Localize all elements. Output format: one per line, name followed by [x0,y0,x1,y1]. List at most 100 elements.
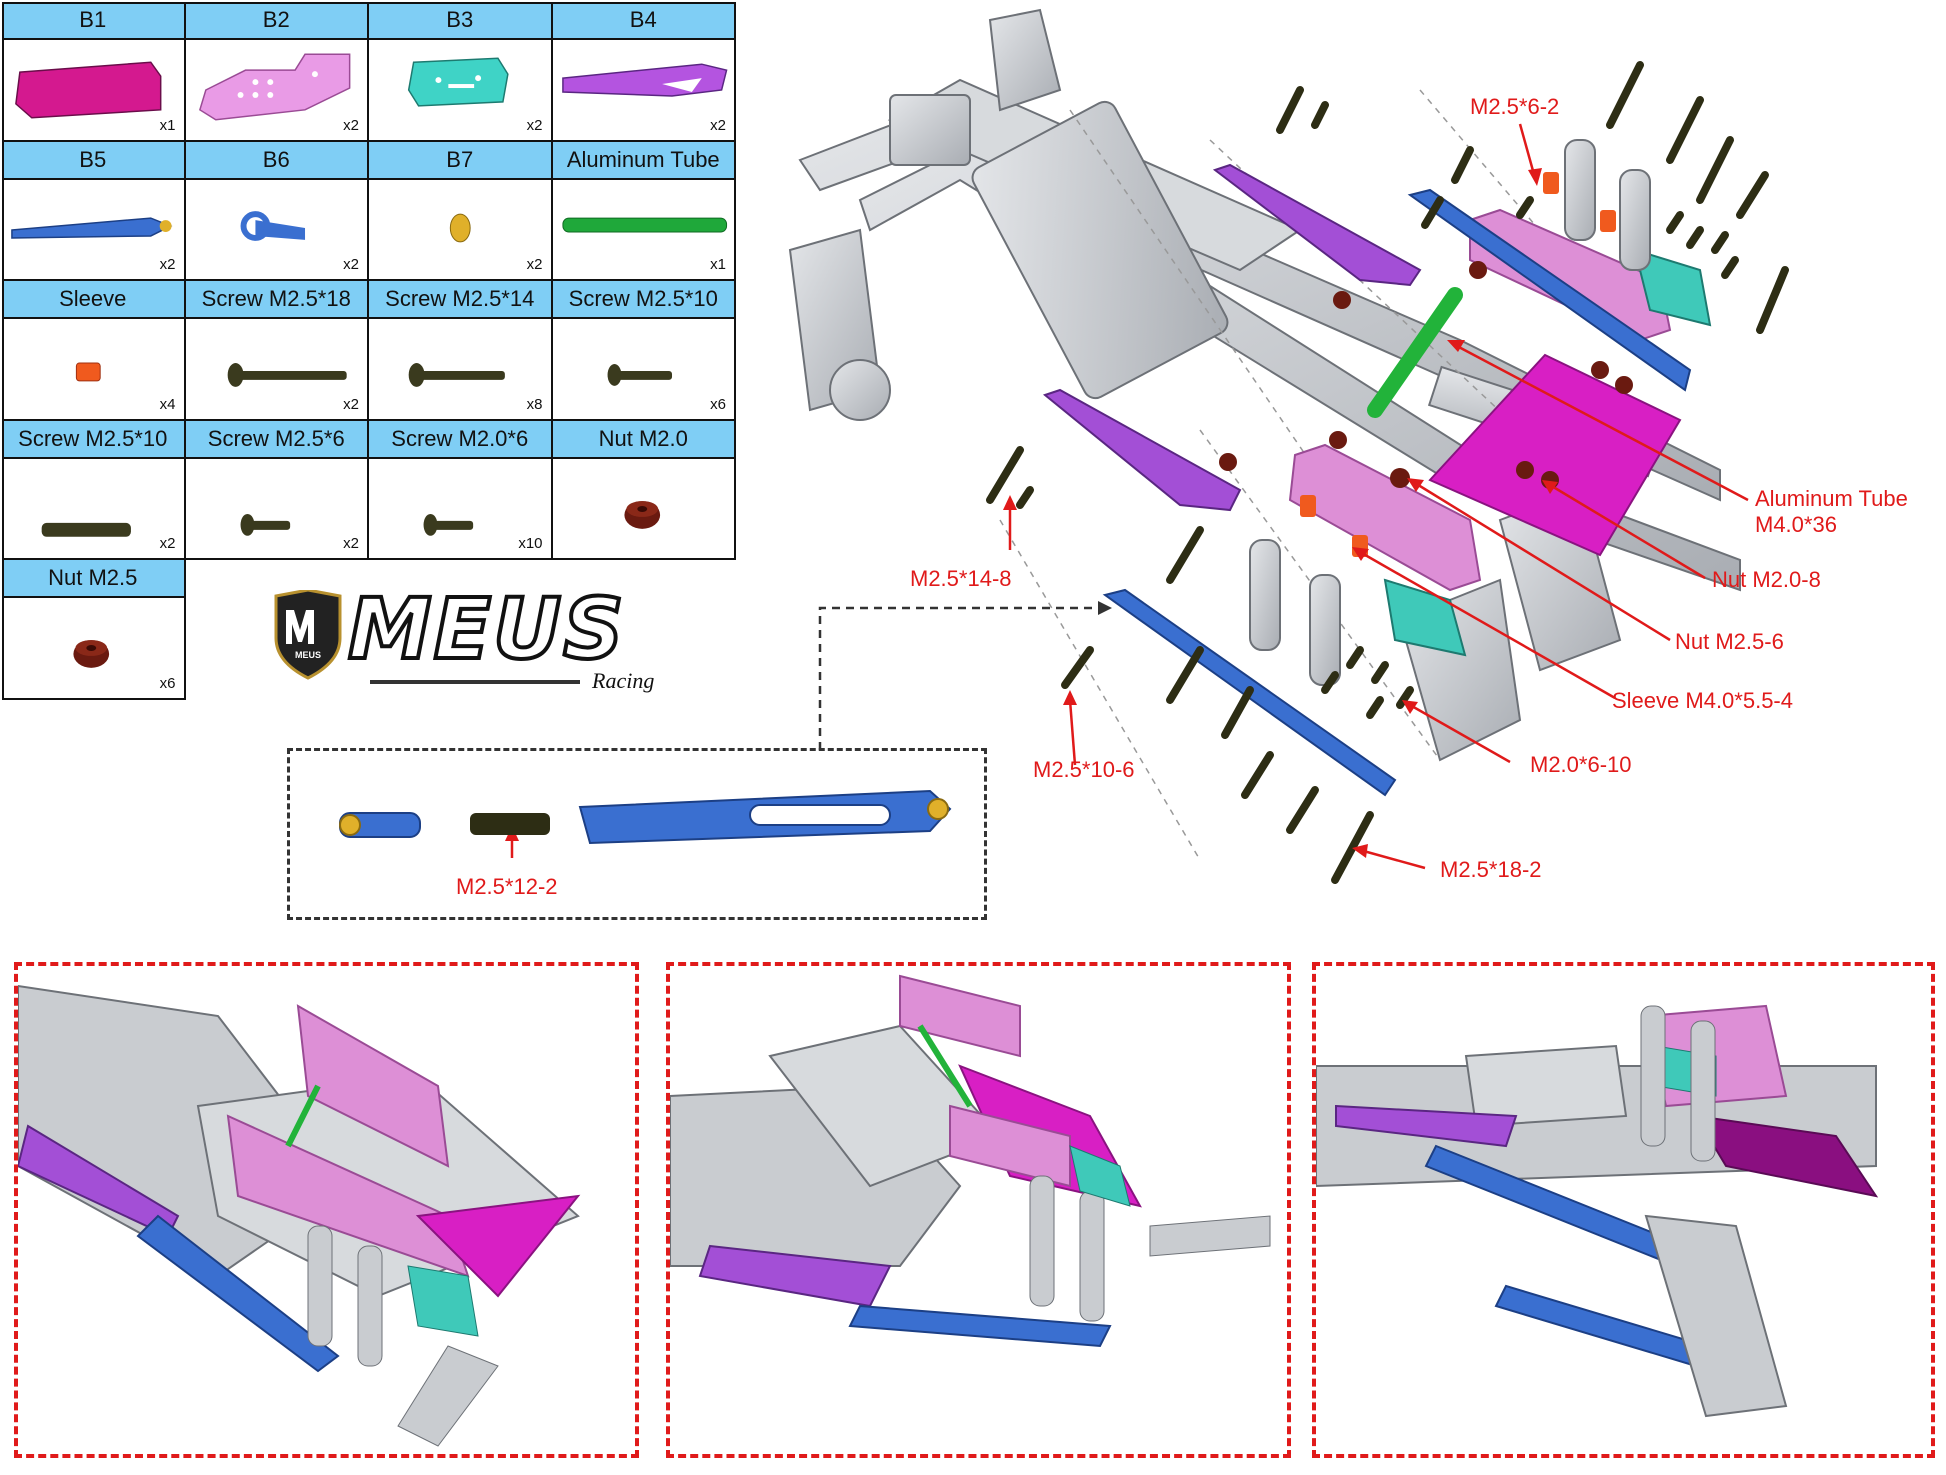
part-name: B6 [185,141,367,180]
callout-m25-18: M2.5*18-2 [1440,857,1542,882]
part-image [407,57,509,107]
assembled-view-1 [14,962,639,1458]
plate-b3-lower [1383,578,1467,657]
assembled-view-2-drawing [670,974,1271,1348]
part-name: B5 [2,141,184,180]
callout-m25-14: M2.5*14-8 [910,566,1012,591]
bracket-b4-upper [1212,163,1422,287]
part-image [408,363,505,388]
part-cell: B7 x2 [369,141,553,282]
brand-tire-stripe [370,680,580,684]
part-name: Screw M2.5*18 [185,281,367,320]
part-image [423,513,474,536]
part-cell: Nut M2.5 x6 [2,560,186,700]
brand-name: MEUS [346,578,626,680]
part-quantity: x2 [343,256,359,274]
part-quantity: x4 [159,395,176,413]
bracket-b4-lower [1042,388,1242,512]
lower-link-upper [1407,188,1692,392]
part-name: B2 [185,2,367,40]
part-image [449,213,471,242]
part-name: Screw M2.5*6 [185,420,367,459]
part-image [15,61,162,119]
part-quantity: x2 [343,116,359,134]
part-image [240,210,305,241]
part-image [73,640,110,669]
logo-badge-text: MEUS [295,650,321,660]
part-image [11,216,173,239]
part-quantity: x1 [159,116,176,134]
part-name: B4 [552,2,734,40]
part-name: B1 [2,2,184,40]
assembled-view-3 [1312,962,1935,1458]
screws [986,61,1789,884]
callout-m25-12: M2.5*12-2 [456,874,558,899]
part-image [561,217,727,233]
part-quantity: x2 [526,116,543,134]
part-cell: Screw M2.5*10 x2 [2,420,186,561]
part-quantity: x8 [526,395,543,413]
meus-shield-logo: MEUS [274,590,342,680]
part-image [198,53,350,121]
assembled-view-2 [666,962,1291,1458]
part-name: Nut M2.5 [2,560,184,599]
aluminum-tube-part [1367,287,1463,418]
part-cell: Nut M2.0 [552,420,736,561]
callout-m25-6: M2.5*6-2 [1470,94,1560,119]
assembled-view-3-drawing [1316,1004,1879,1418]
brand-subtitle: Racing [592,668,655,693]
part-quantity: x6 [159,674,176,692]
part-cell: Aluminum Tube x1 [552,141,736,282]
plate-b1 [1428,353,1682,557]
part-name: Screw M2.5*14 [369,281,551,320]
callout-sleeve: Sleeve M4.0*5.5-4 [1612,688,1793,713]
part-quantity: x2 [159,256,176,274]
part-cell: Screw M2.5*14 x8 [369,281,553,421]
assembled-view-1-drawing [18,984,581,1447]
part-name: Nut M2.0 [552,420,734,459]
callout-tube-size: M4.0*36 [1755,512,1837,537]
nuts [1219,261,1633,489]
part-name: Screw M2.5*10 [2,420,184,459]
part-cell: Screw M2.5*10 x6 [552,281,736,421]
part-image [240,513,290,536]
part-cell: B1 x1 [2,2,186,142]
detail-pointer [818,606,1105,750]
part-cell: Screw M2.0*6 x10 [369,420,553,561]
callout-m20-6: M2.0*6-10 [1530,752,1632,777]
part-quantity: x1 [710,256,726,274]
callout-aluminum-tube: Aluminum Tube [1755,486,1908,511]
part-image [623,500,660,529]
part-image [41,522,131,537]
part-quantity: x2 [710,116,726,134]
part-image [227,363,347,388]
part-quantity: x2 [526,256,543,274]
exploded-assembly-diagram [505,8,1789,884]
link-detail-box [287,748,987,920]
part-name: Screw M2.0*6 [369,420,551,459]
part-cell: B6 x2 [185,141,369,282]
part-quantity: x2 [343,535,359,553]
part-name: B7 [369,141,551,180]
part-cell: Screw M2.5*6 x2 [185,420,369,561]
part-cell: B3 x2 [369,2,553,142]
part-image [75,362,101,382]
part-quantity: x2 [159,535,176,553]
callout-arrowheads [505,168,1558,858]
plate-b3-upper [1633,248,1712,327]
part-cell: B5 x2 [2,141,186,282]
part-quantity: x6 [710,395,726,413]
callout-leaders [510,123,1749,870]
part-cell: B4 x2 [552,2,736,142]
link-detail-drawing [339,789,952,845]
callout-nut-m20: Nut M2.0-8 [1712,567,1821,592]
part-name: B3 [369,2,551,40]
part-name: Aluminum Tube [552,141,734,180]
part-name: Sleeve [2,281,184,320]
part-quantity: x10 [518,535,543,553]
part-image [607,364,672,387]
part-image [561,63,727,97]
part-name: Screw M2.5*10 [552,281,734,320]
